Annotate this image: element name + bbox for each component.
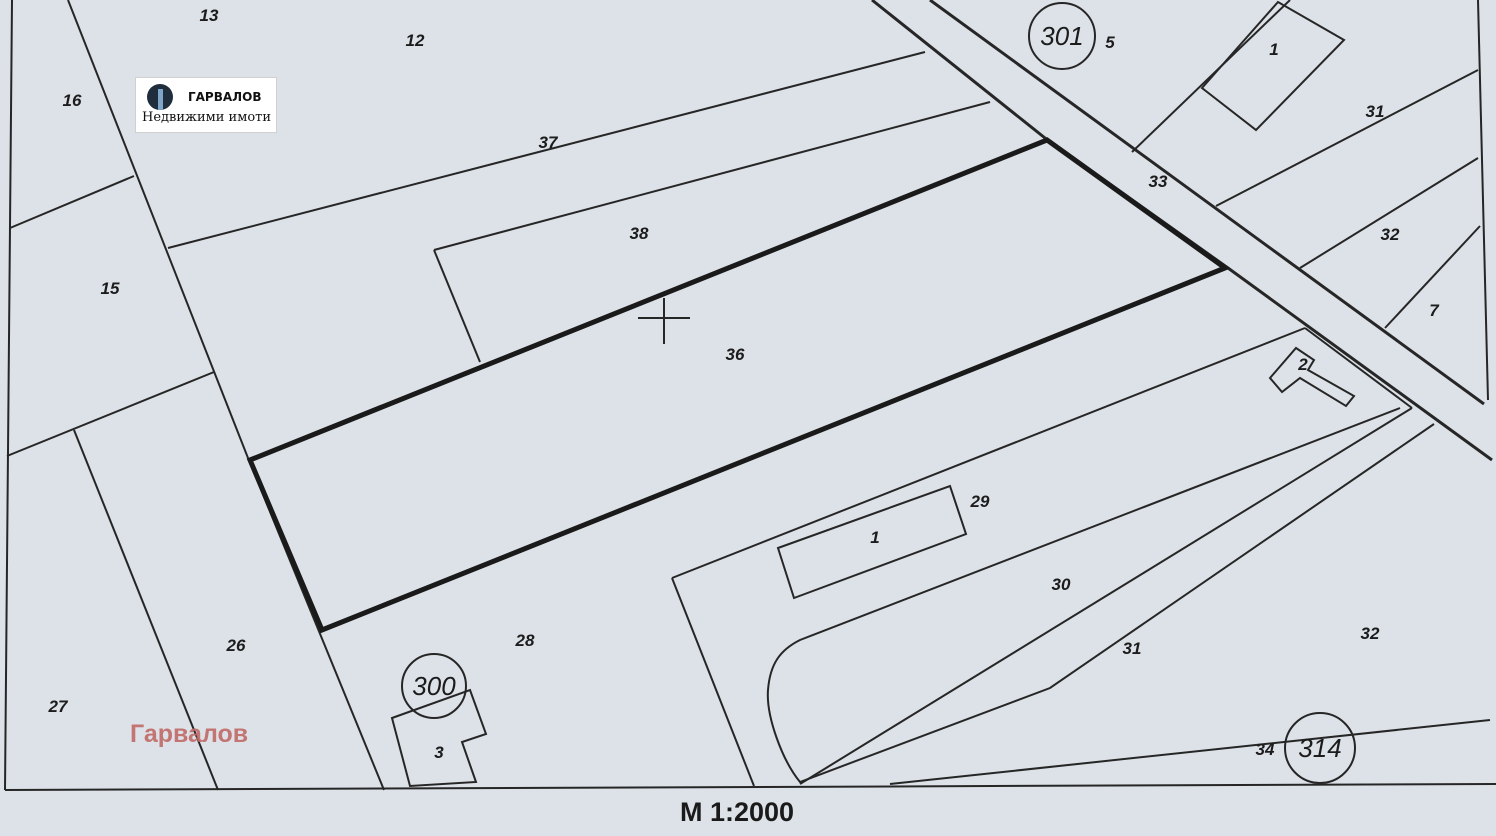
map-frame-right (1477, 0, 1489, 401)
street-edge-lower (871, 0, 1046, 140)
plot-number: 26 (226, 636, 246, 655)
plot-number: 27 (48, 697, 69, 716)
plot-number: 34 (1256, 740, 1275, 759)
plot-number: 13 (200, 6, 219, 25)
building-outline (390, 688, 488, 788)
boundary-line (433, 249, 481, 363)
plot-number: 3 (434, 743, 444, 762)
plot-number: 31 (1123, 639, 1142, 658)
circled-plan-number-ring (401, 653, 467, 719)
plot-number: 31 (1366, 102, 1385, 121)
plot-number: 30 (1052, 575, 1071, 594)
boundary-line (73, 429, 219, 791)
circled-plan-number: 314 (1298, 733, 1341, 763)
map-frame-left (4, 0, 13, 791)
plot-number: 12 (406, 31, 425, 50)
boundary-line (766, 407, 1435, 784)
plot-number: 32 (1381, 225, 1400, 244)
plot-number: 28 (515, 631, 535, 650)
boundary-line (671, 327, 1306, 579)
plot-number: 37 (539, 133, 559, 152)
logo-brand-name: ГАРВАЛОВ (188, 90, 262, 104)
plot-number: 5 (1105, 33, 1115, 52)
boundary-line (67, 0, 249, 459)
building-outline (1268, 346, 1356, 408)
highlighted-plot-36 (246, 137, 1231, 634)
watermark: Гарвалов (130, 720, 249, 748)
plot-number: 1 (870, 528, 879, 547)
boundary-line (889, 719, 1491, 785)
plot-number: 33 (1149, 172, 1168, 191)
building-outline (1200, 0, 1346, 132)
boundary-line (799, 407, 1413, 785)
plot-number: 7 (1429, 301, 1440, 320)
plot-number: 29 (970, 492, 990, 511)
boundary-line (6, 371, 215, 457)
plot-number: 1 (1269, 40, 1278, 59)
boundary-line (9, 175, 135, 229)
boundary-line (1299, 157, 1479, 269)
logo-emblem-icon (147, 84, 173, 110)
plot-number: 38 (630, 224, 649, 243)
boundary-line (433, 101, 991, 251)
boundary-line (167, 51, 926, 249)
plot-number: 2 (1297, 355, 1308, 374)
circled-plan-number: 300 (412, 671, 456, 701)
circled-plan-number: 301 (1040, 21, 1083, 51)
plot-number: 16 (63, 91, 82, 110)
plot-number: 32 (1361, 624, 1380, 643)
circled-plan-number-ring (1284, 712, 1356, 784)
map-scale: М 1:2000 (680, 797, 794, 827)
boundary-line (671, 577, 755, 787)
plot-number: 36 (726, 345, 745, 364)
street-edge-upper (929, 0, 1485, 406)
map-frame-bottom (4, 783, 1496, 791)
boundary-line (1304, 327, 1413, 409)
building-outline (776, 484, 968, 600)
logo-subtitle: Недвижими имоти (142, 110, 272, 125)
brand-logo: ГАРВАЛОВ Недвижими имоти (135, 77, 277, 133)
boundary-line (1384, 225, 1481, 329)
plot-number: 15 (101, 279, 120, 298)
boundary-line (1131, 0, 1291, 153)
boundary-line (1215, 69, 1479, 207)
circled-plan-number-ring (1028, 2, 1096, 70)
